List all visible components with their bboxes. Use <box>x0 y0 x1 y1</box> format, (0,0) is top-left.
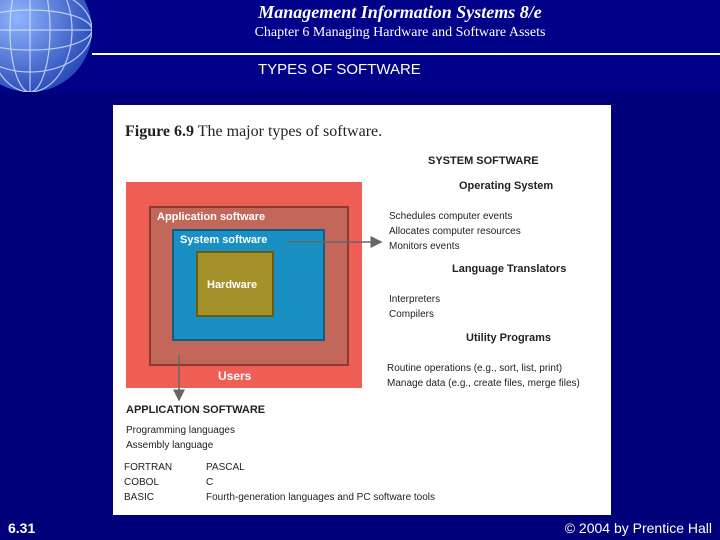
translator-item: Compilers <box>389 309 435 320</box>
utility-programs-list: Routine operations (e.g., sort, list, pr… <box>387 361 580 391</box>
language-item: BASIC <box>124 492 155 503</box>
figure-caption: Figure 6.9 The major types of software. <box>125 123 382 141</box>
presentation-title: Management Information Systems 8/e <box>258 2 542 22</box>
diagram-arrows <box>173 236 383 402</box>
figure-title: The major types of software. <box>197 123 383 140</box>
chapter-subtitle: Chapter 6 Managing Hardware and Software… <box>254 25 546 40</box>
hardware-label: Hardware <box>207 279 258 291</box>
languages-column-1: FORTRAN COBOL BASIC <box>124 460 172 505</box>
figure-panel: Figure 6.9 The major types of software. … <box>113 105 611 515</box>
language-item: C <box>206 477 214 488</box>
operating-system-heading: Operating System <box>459 180 554 192</box>
slide-heading: TYPES OF SOFTWARE <box>258 61 421 78</box>
header-divider <box>92 53 720 55</box>
utility-programs-heading: Utility Programs <box>466 332 551 344</box>
translator-item: Interpreters <box>389 294 441 305</box>
hardware-box <box>196 251 274 317</box>
header-band <box>0 0 720 92</box>
application-software-heading: APPLICATION SOFTWARE <box>126 404 266 416</box>
application-software-label: Application software <box>157 211 266 223</box>
language-translators-heading: Language Translators <box>452 263 567 275</box>
globe-icon <box>0 0 92 92</box>
users-label: Users <box>218 369 252 383</box>
language-item: FORTRAN <box>124 462 173 473</box>
utility-item: Routine operations (e.g., sort, list, pr… <box>387 363 563 374</box>
os-item: Allocates computer resources <box>389 226 521 237</box>
os-item: Monitors events <box>389 241 460 252</box>
system-software-label: System software <box>180 234 268 246</box>
application-item: Programming languages <box>126 425 235 436</box>
language-item: COBOL <box>124 477 160 488</box>
operating-system-list: Schedules computer events Allocates comp… <box>389 209 521 254</box>
os-item: Schedules computer events <box>389 211 513 222</box>
utility-item: Manage data (e.g., create files, merge f… <box>387 378 580 389</box>
globe-logo <box>0 0 92 92</box>
system-software-heading: SYSTEM SOFTWARE <box>428 155 539 167</box>
copyright-notice: © 2004 by Prentice Hall <box>564 520 712 536</box>
languages-column-2: PASCAL C Fourth-generation languages and… <box>206 460 435 505</box>
language-item: Fourth-generation languages and PC softw… <box>206 492 436 503</box>
application-item: Assembly language <box>126 440 214 451</box>
figure-number: Figure 6.9 <box>125 123 195 140</box>
application-software-list: Programming languages Assembly language <box>126 423 235 453</box>
slide-number: 6.31 <box>8 520 36 536</box>
language-item: PASCAL <box>206 462 245 473</box>
language-translators-list: Interpreters Compilers <box>389 292 440 322</box>
